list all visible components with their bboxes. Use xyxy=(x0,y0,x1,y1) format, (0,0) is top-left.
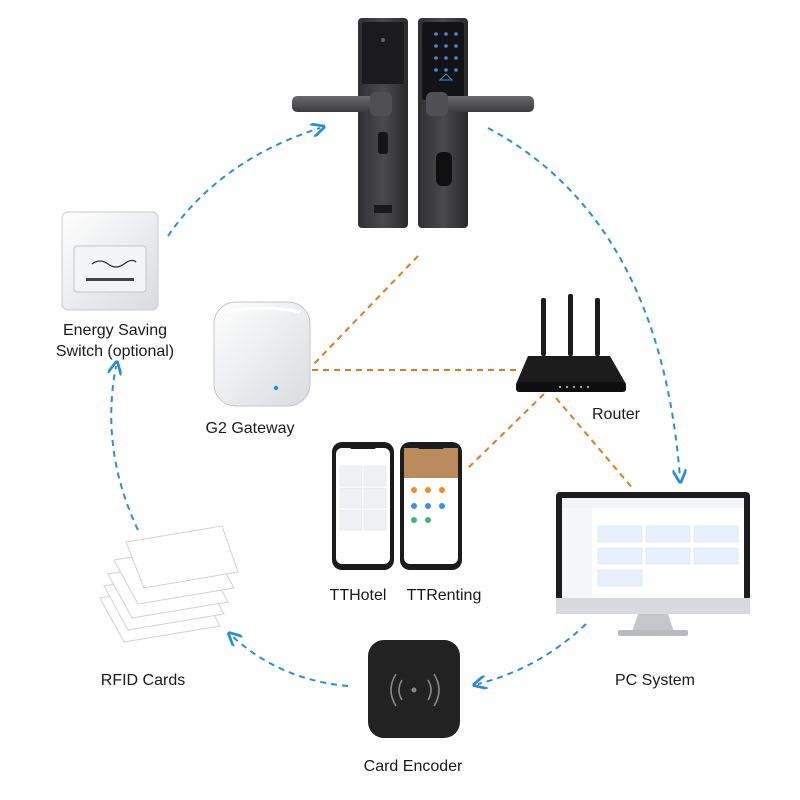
ttrenting-label: TTRenting xyxy=(406,587,482,604)
gateway-image xyxy=(213,301,311,407)
energy-switch-image xyxy=(61,211,159,311)
arrow-pc-to-encoder xyxy=(478,623,587,684)
card-encoder-label: Card Encoder xyxy=(363,758,463,775)
tthotel-phone-image xyxy=(332,442,394,570)
ttrenting-phone-image xyxy=(400,442,462,570)
door-lock-image xyxy=(292,18,534,228)
arrow-switch-to-lock xyxy=(167,128,320,237)
router-image xyxy=(516,294,626,392)
card-encoder-image xyxy=(368,640,460,738)
energy-switch-label-line2: Switch (optional) xyxy=(55,343,175,360)
pc-monitor-image xyxy=(556,492,750,636)
link-router-pc xyxy=(555,397,635,491)
energy-switch-label-line1: Energy Saving xyxy=(62,322,168,339)
link-lock-gateway xyxy=(311,255,419,367)
arrow-lock-to-pc xyxy=(487,127,680,478)
cycle-arrows xyxy=(111,128,680,686)
gateway-label: G2 Gateway xyxy=(205,420,295,437)
pc-system-label: PC System xyxy=(614,672,695,689)
arrow-cards-to-switch xyxy=(111,366,139,531)
rfid-cards-image xyxy=(99,525,239,643)
energy-switch-label: Energy Saving Switch (optional) xyxy=(40,320,190,362)
rfid-cards-label: RFID Cards xyxy=(100,672,186,689)
router-label: Router xyxy=(591,406,641,423)
arrow-encoder-to-cards xyxy=(232,636,349,687)
network-links xyxy=(311,255,635,491)
tthotel-label: TTHotel xyxy=(329,587,387,604)
link-router-apps xyxy=(467,393,545,469)
